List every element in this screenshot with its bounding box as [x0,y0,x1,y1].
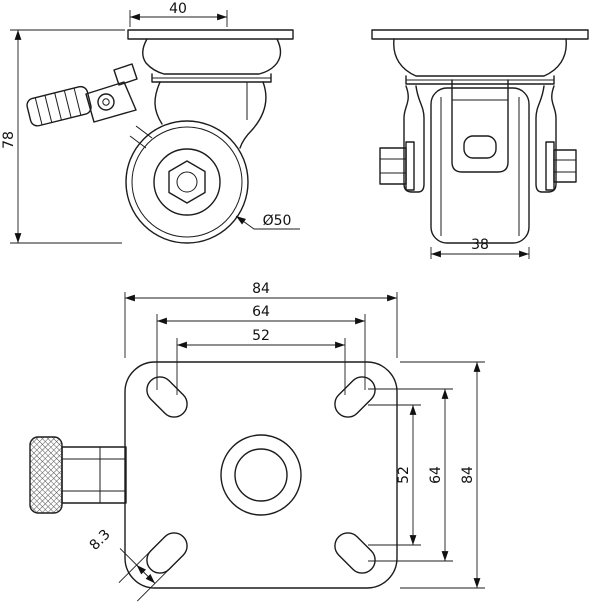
front-swivel-dome [393,38,567,77]
plan-view: 84 64 52 52 64 84 8.3 [29,281,485,602]
plan-center-boss [220,434,302,516]
side-fork-right-edge [239,81,267,149]
side-axle-hex-nut [168,160,206,204]
side-view: 40 78 Ø50 [1,1,300,244]
side-wheel-rim [153,148,221,216]
side-fork-left-edge [154,81,163,125]
dim-hole-span-inner-v: 52 [396,466,412,484]
dim83-line [136,564,156,584]
front-hub-slot [463,135,497,159]
side-pedal-rib [44,95,53,123]
front-axle-washer-left [405,141,415,191]
front-top-plate [371,29,589,40]
side-pedal-rib [54,92,62,121]
plan-slot-top-right [334,376,376,418]
dim-plate-width: 84 [252,281,270,297]
side-brake-pedal [26,85,92,127]
dim-slot-width: 8.3 [87,527,114,554]
front-fork-leg-left [403,85,425,193]
front-axle-washer-right [545,141,555,191]
plan-slot-bottom-right [334,532,376,574]
side-brake-pivot [97,93,115,111]
side-brake-arm [85,81,137,123]
front-view: 38 [371,29,589,259]
front-axle-nut-left [379,147,407,185]
side-brake-shoe-lines [129,125,153,149]
plan-brake-pedal [29,436,63,514]
dim-side-top-width: 40 [169,1,187,17]
side-pedal-rib [34,97,43,126]
dim-wheel-width: 38 [471,237,489,253]
side-brake-latch [113,63,138,86]
side-wheel-tread [131,126,243,238]
plan-mounting-plate [124,361,398,589]
side-pedal-rib [73,87,82,116]
front-axle-nut-right [553,149,577,183]
dim-hole-span-inner-h: 52 [252,328,270,344]
side-pedal-pad [26,85,92,127]
plan-center-hole [234,448,288,502]
front-hub-plate [451,79,509,173]
plan-brake-bracket [61,446,127,504]
dim-hole-span-outer-v: 64 [428,466,444,484]
dim-hole-span-outer-h: 64 [252,304,270,320]
side-top-plate [127,29,294,40]
dim-side-height: 78 [1,131,17,149]
front-fork-leg-right [535,85,557,193]
dia50-leader [235,215,300,230]
dim-plate-height: 84 [460,466,476,484]
side-wheel-outer [125,120,249,244]
side-swivel-dome [142,38,282,75]
side-brake-pivot-hole [102,98,110,106]
dim83-line-extension [119,548,137,566]
side-axle-hole [176,171,198,193]
dim-wheel-diameter: Ø50 [263,213,292,229]
plan-slot-top-left [146,376,188,418]
side-pedal-rib [63,90,72,118]
front-wheel-outline [430,87,530,244]
